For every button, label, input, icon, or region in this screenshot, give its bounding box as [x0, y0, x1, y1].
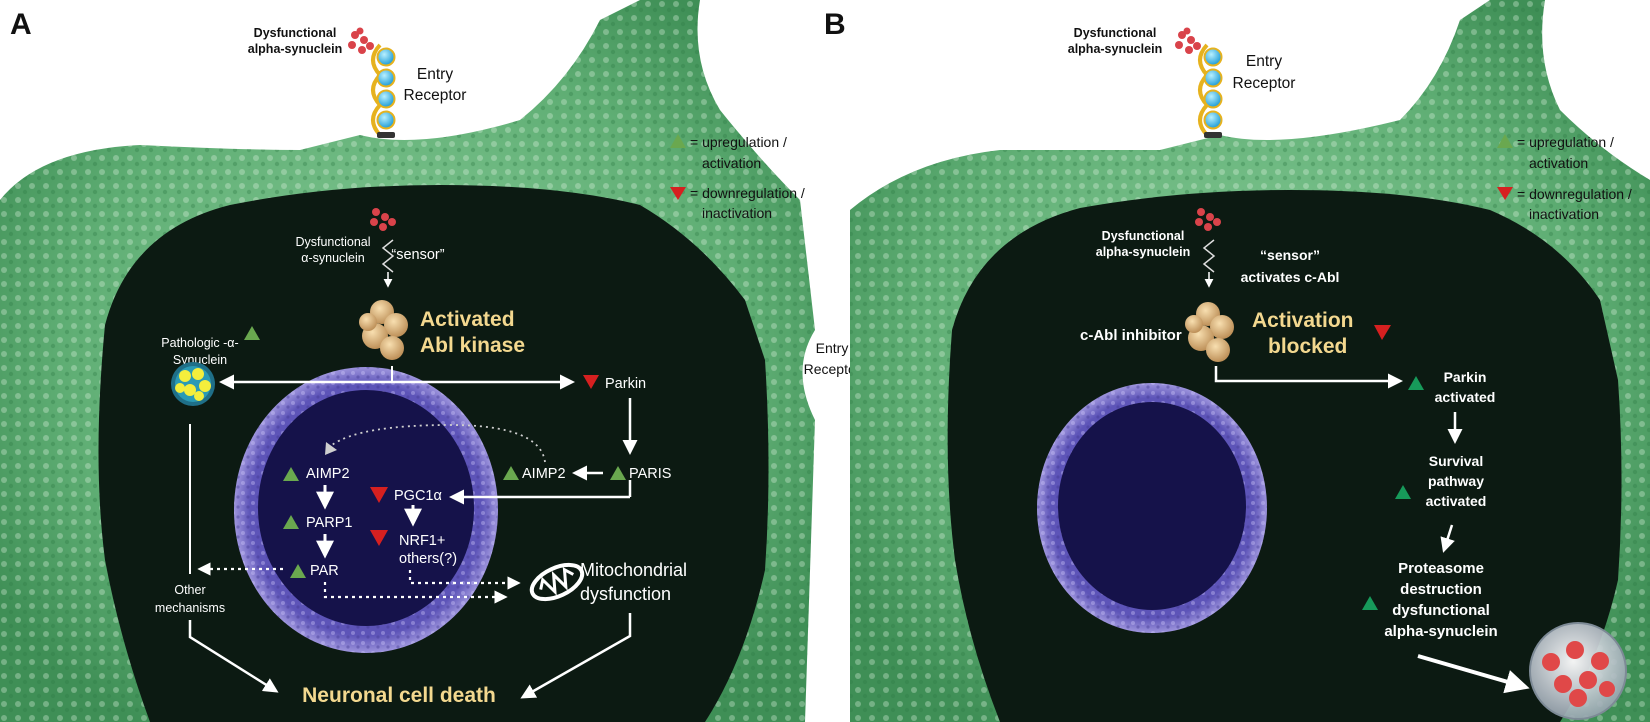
entry-label: Entry — [417, 66, 453, 83]
svg-text:= upregulation /: = upregulation / — [690, 134, 787, 150]
panel-a: Dysfunctional alpha-synuclein Entry Rece… — [0, 0, 815, 722]
pathologic-synuclein-aggregate — [171, 362, 215, 406]
down-triangle-icon — [583, 375, 599, 389]
svg-text:activation: activation — [1529, 155, 1588, 171]
svg-text:alpha-synuclein: alpha-synuclein — [1096, 245, 1190, 259]
svg-text:Mitochondrial: Mitochondrial — [580, 560, 687, 580]
svg-text:destruction: destruction — [1400, 581, 1482, 598]
svg-text:Proteasome: Proteasome — [1398, 560, 1484, 577]
neuronal-death-label: Neuronal cell death — [302, 684, 496, 707]
entry-label-middle: Entry — [816, 340, 849, 356]
svg-text:Dysfunctional: Dysfunctional — [1074, 26, 1157, 40]
svg-text:Survival: Survival — [1429, 453, 1483, 469]
svg-text:inactivation: inactivation — [702, 205, 772, 221]
blocked-title: Activation — [1252, 309, 1354, 332]
down-triangle-icon — [1374, 325, 1391, 340]
svg-text:dysfunction: dysfunction — [580, 584, 671, 604]
legend-b: = upregulation / activation = downregula… — [1497, 134, 1632, 222]
up-triangle-icon — [283, 467, 299, 481]
up-triangle-icon — [1497, 134, 1513, 148]
legend: = upregulation / activation = downregula… — [670, 134, 805, 221]
synuclein-cluster-inner — [370, 208, 396, 231]
receptor-label-middle: Receptor — [804, 361, 861, 377]
svg-text:Other: Other — [174, 583, 205, 597]
abl-kinase-protein — [359, 300, 408, 360]
svg-text:alpha-synuclein: alpha-synuclein — [1384, 623, 1497, 640]
up-triangle-icon — [610, 466, 626, 480]
proteasome-sphere — [1529, 622, 1627, 720]
svg-text:AIMP2: AIMP2 — [522, 466, 566, 482]
down-triangle-icon — [670, 187, 686, 200]
abl-kinase-protein-b — [1185, 302, 1234, 362]
panel-b: Dysfunctional alpha-synuclein Entry Rece… — [824, 0, 1650, 722]
svg-text:PAR: PAR — [310, 563, 339, 579]
svg-text:mechanisms: mechanisms — [155, 601, 225, 615]
synuclein-cluster-top — [348, 27, 374, 54]
svg-text:= upregulation /: = upregulation / — [1517, 134, 1614, 150]
nucleus-interior-b — [1058, 402, 1246, 610]
svg-text:pathway: pathway — [1428, 473, 1484, 489]
svg-text:PARIS: PARIS — [629, 466, 671, 482]
blocked-title-2: blocked — [1268, 335, 1347, 358]
svg-text:Parkin: Parkin — [605, 376, 646, 392]
entry-receptor-b — [1198, 43, 1223, 138]
up-triangle-icon — [1408, 376, 1424, 390]
dysfunctional-label: Dysfunctional — [254, 26, 337, 40]
svg-text:AIMP2: AIMP2 — [306, 466, 350, 482]
svg-text:α-synuclein: α-synuclein — [301, 251, 365, 265]
svg-text:Receptor: Receptor — [1233, 75, 1296, 92]
svg-text:Entry: Entry — [1246, 53, 1282, 70]
svg-text:Dysfunctional: Dysfunctional — [295, 235, 370, 249]
synuclein-cluster-top-b — [1175, 27, 1201, 54]
svg-text:PARP1: PARP1 — [306, 515, 352, 531]
svg-text:Dysfunctional: Dysfunctional — [1102, 229, 1185, 243]
svg-text:activation: activation — [702, 155, 761, 171]
svg-text:others(?): others(?) — [399, 551, 457, 567]
up-triangle-icon — [290, 564, 306, 578]
svg-text:“sensor”: “sensor” — [1260, 247, 1320, 263]
svg-text:PGC1α: PGC1α — [394, 488, 442, 504]
svg-text:activated: activated — [1435, 389, 1496, 405]
panel-letter-a: A — [10, 8, 32, 41]
inhibitor-label: c-Abl inhibitor — [1080, 327, 1182, 344]
up-triangle-icon — [1395, 485, 1411, 499]
down-triangle-icon — [370, 487, 388, 503]
svg-text:= downregulation /: = downregulation / — [1517, 186, 1632, 202]
svg-text:activates c-Abl: activates c-Abl — [1241, 269, 1340, 285]
svg-text:alpha-synuclein: alpha-synuclein — [1068, 42, 1162, 56]
svg-text:activated: activated — [1426, 493, 1487, 509]
svg-text:Pathologic -α-: Pathologic -α- — [161, 336, 238, 350]
activated-title: Activated — [420, 308, 515, 331]
entry-receptor — [371, 43, 396, 138]
svg-text:dysfunctional: dysfunctional — [1392, 602, 1490, 619]
svg-text:NRF1+: NRF1+ — [399, 533, 445, 549]
dysfunctional-label-2: alpha-synuclein — [248, 42, 342, 56]
panel-letter-b: B — [824, 8, 846, 41]
up-triangle-icon — [244, 326, 260, 340]
activated-title-2: Abl kinase — [420, 334, 525, 357]
svg-text:= downregulation /: = downregulation / — [690, 185, 805, 201]
svg-text:Parkin: Parkin — [1444, 369, 1487, 385]
synuclein-cluster-inner-b — [1195, 208, 1221, 231]
up-triangle-icon — [1362, 596, 1378, 610]
up-triangle-icon — [503, 466, 519, 480]
down-triangle-icon — [370, 530, 388, 546]
up-triangle-icon — [670, 134, 686, 148]
svg-text:inactivation: inactivation — [1529, 206, 1599, 222]
receptor-label: Receptor — [404, 87, 467, 104]
nucleus-interior — [258, 390, 474, 626]
down-triangle-icon — [1497, 187, 1513, 200]
svg-text:“sensor”: “sensor” — [391, 247, 444, 263]
up-triangle-icon — [283, 515, 299, 529]
